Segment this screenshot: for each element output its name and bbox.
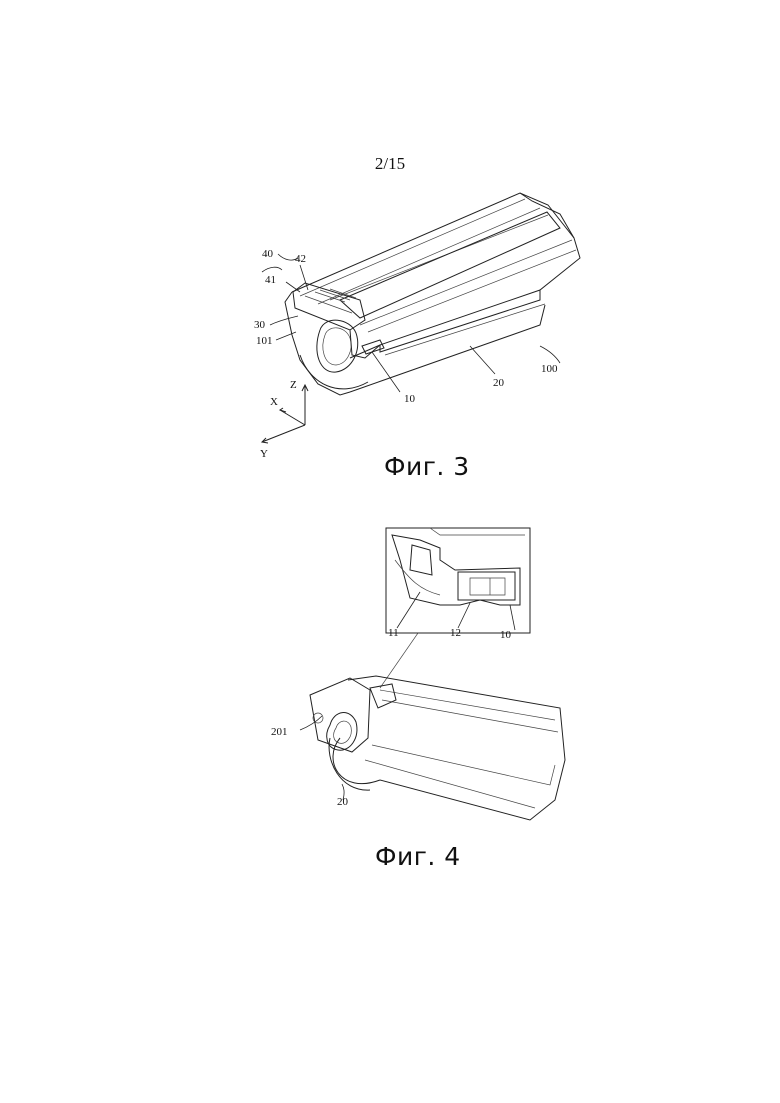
label-12: 12 [450, 627, 461, 639]
label-10: 10 [404, 393, 416, 405]
figure-4-drawing: 11 12 10 201 20 [271, 528, 565, 820]
label-20: 20 [493, 377, 505, 389]
label-42: 42 [295, 253, 306, 265]
label-11: 11 [388, 627, 399, 639]
label-100: 100 [541, 363, 558, 375]
figure-3-drawing: 40 42 41 30 101 10 20 100 Z X Y [254, 193, 580, 460]
axis-y-label: Y [260, 448, 268, 460]
axis-x-label: X [270, 396, 278, 408]
label-41: 41 [265, 274, 276, 286]
axis-z-label: Z [290, 379, 297, 391]
label-40: 40 [262, 248, 274, 260]
label-20: 20 [337, 796, 349, 808]
label-201: 201 [271, 726, 288, 738]
figure-3-caption: Фиг. 3 [384, 452, 470, 481]
label-30: 30 [254, 319, 266, 331]
figure-4-caption: Фиг. 4 [375, 842, 461, 871]
label-10: 10 [500, 629, 512, 641]
label-101: 101 [256, 335, 273, 347]
